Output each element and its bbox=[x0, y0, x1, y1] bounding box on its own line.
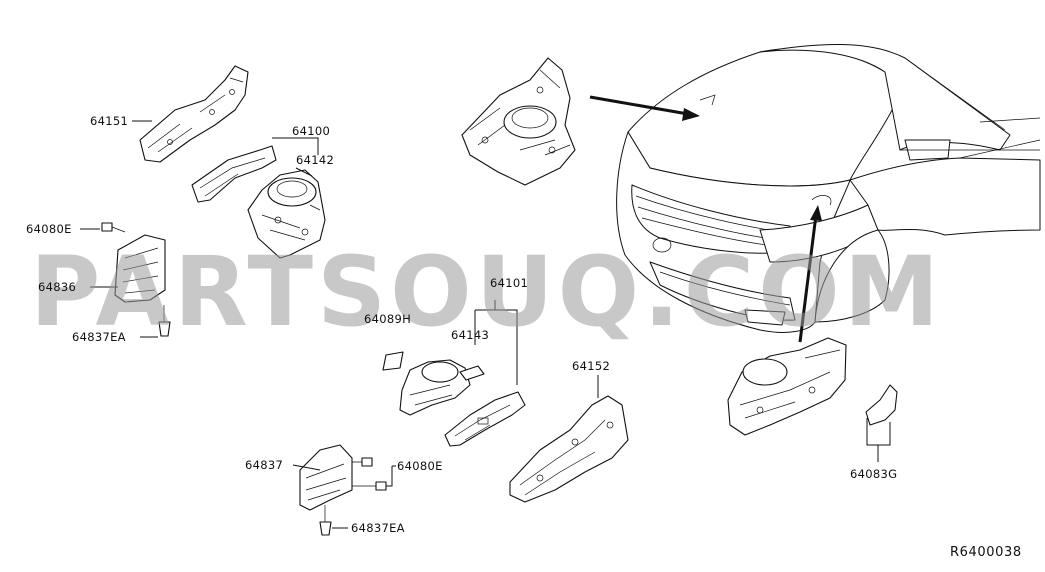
label-64100[interactable]: 64100 bbox=[292, 124, 330, 138]
label-64152[interactable]: 64152 bbox=[572, 359, 610, 373]
label-64836[interactable]: 64836 bbox=[38, 280, 76, 294]
label-64837EA-top[interactable]: 64837EA bbox=[72, 330, 126, 344]
part-64837-drawing bbox=[299, 444, 353, 511]
label-64143[interactable]: 64143 bbox=[451, 328, 489, 342]
label-64837[interactable]: 64837 bbox=[245, 458, 283, 472]
part-64836-drawing bbox=[114, 234, 166, 303]
part-64100-drawing bbox=[191, 145, 277, 203]
hoodledge-assembly-lower bbox=[727, 337, 847, 436]
location-arrow-upper bbox=[589, 95, 689, 116]
label-64080E-top[interactable]: 64080E bbox=[26, 222, 72, 236]
part-64101-drawing bbox=[444, 391, 526, 447]
label-64142[interactable]: 64142 bbox=[296, 153, 334, 167]
label-64151[interactable]: 64151 bbox=[90, 114, 128, 128]
hoodledge-assembly-upper bbox=[461, 57, 576, 186]
label-64089H[interactable]: 64089H bbox=[364, 312, 411, 326]
watermark: PARTSOUQ.COM bbox=[30, 236, 943, 348]
vehicle-illustration bbox=[616, 43, 1041, 333]
label-64101[interactable]: 64101 bbox=[490, 276, 528, 290]
diagram-reference-code: R6400038 bbox=[950, 545, 1022, 560]
part-64089H-drawing bbox=[382, 351, 404, 371]
part-64083G-drawing bbox=[865, 384, 898, 426]
part-64080E-bottom-drawing bbox=[352, 457, 387, 491]
part-64151-drawing bbox=[139, 65, 249, 163]
label-64080E-bottom[interactable]: 64080E bbox=[397, 459, 443, 473]
label-64083G[interactable]: 64083G bbox=[850, 467, 897, 481]
part-64837EA-bottom-drawing bbox=[319, 505, 332, 536]
location-arrow-lower bbox=[798, 214, 818, 343]
part-64152-drawing bbox=[509, 395, 629, 503]
location-arrow-lower-head bbox=[810, 205, 822, 221]
location-arrow-upper-head bbox=[682, 108, 700, 121]
part-64837EA-top-drawing bbox=[158, 305, 171, 337]
part-64080E-top-drawing bbox=[101, 222, 126, 233]
part-64143-drawing bbox=[399, 359, 485, 416]
label-64837EA-bottom[interactable]: 64837EA bbox=[351, 521, 405, 535]
part-64142-drawing bbox=[247, 169, 326, 259]
